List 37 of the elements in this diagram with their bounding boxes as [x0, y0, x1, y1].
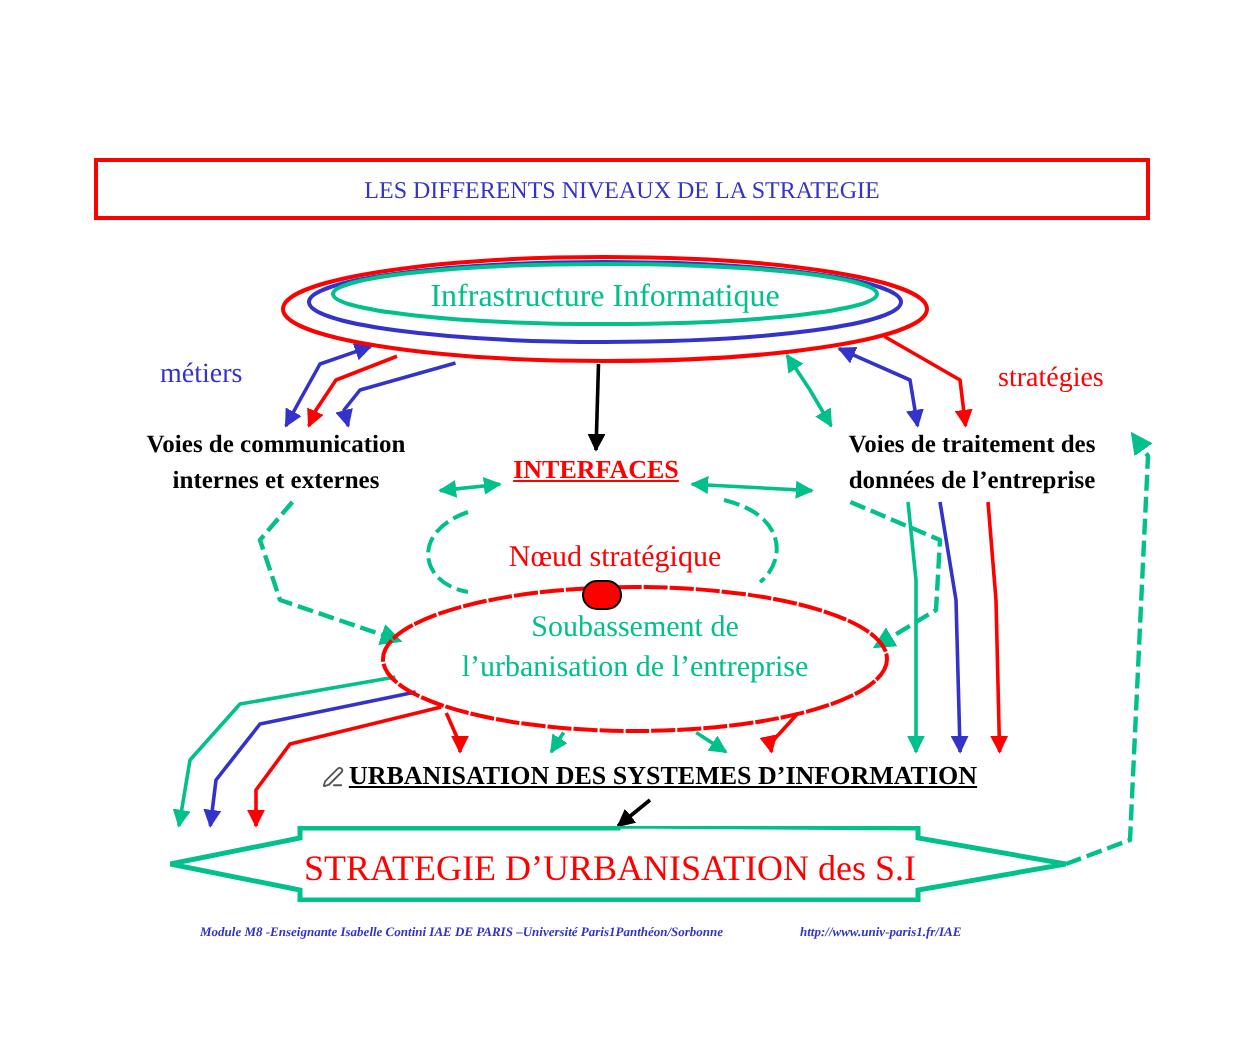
node-label: Soubassement de l’urbanisation de l’entreprise: [460, 610, 810, 688]
node-text: Nœud stratégique: [480, 536, 750, 581]
heading-label: URBANISATION DES SYSTEMES D’INFORMATION: [348, 758, 978, 795]
arrow: [785, 353, 833, 428]
oval: [380, 584, 890, 734]
arrow: [690, 476, 814, 499]
arrow-banner: [170, 826, 1066, 902]
arrow: [172, 675, 396, 828]
arrow: [837, 346, 924, 428]
arrow: [906, 501, 925, 754]
arrow: [444, 712, 469, 754]
node-text: INTERFACES: [500, 450, 692, 489]
arrow: [438, 476, 502, 498]
arrow: [849, 499, 943, 649]
node-text: Voies de traitement des données de l’entreprise: [812, 426, 1132, 498]
title-box: LES DIFFERENTS NIVEAUX DE LA STRATEGIE: [94, 158, 1150, 220]
arrow: [986, 501, 1009, 754]
arrow: [307, 354, 398, 428]
arrow: [1065, 431, 1153, 867]
side-label: stratégies: [998, 362, 1104, 398]
arrow: [257, 500, 403, 646]
arrow: [549, 731, 568, 754]
arrow: [587, 363, 606, 452]
arrow: [616, 798, 652, 828]
arrow: [284, 343, 373, 428]
arrow: [695, 731, 728, 754]
node-label: Infrastructure Informatique: [428, 278, 782, 318]
arrow: [203, 690, 417, 828]
ring-ellipse: [280, 254, 930, 364]
banner-label: STRATEGIE D’URBANISATION des S.I: [302, 846, 918, 892]
arrow: [759, 711, 800, 754]
arrow: [938, 501, 969, 754]
side-label: métiers: [160, 358, 243, 394]
arrow: [883, 334, 973, 428]
node-text: Voies de communication internes et externes: [112, 426, 440, 498]
arrow: [247, 705, 442, 828]
arrow: [335, 361, 456, 428]
